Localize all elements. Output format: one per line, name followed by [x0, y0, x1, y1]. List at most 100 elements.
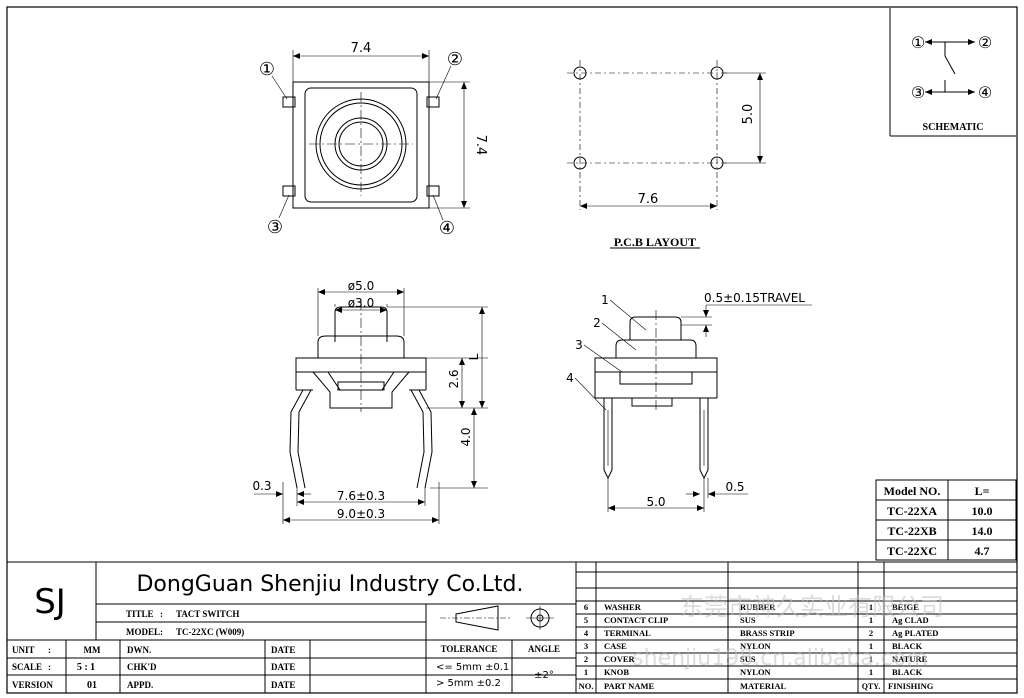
bom-row-5-qty: 1	[869, 615, 873, 625]
title-sep: :	[160, 609, 163, 619]
bom-row-6-part: WASHER	[604, 602, 642, 612]
bom-row-2-qty: 1	[869, 654, 873, 664]
side-pin-width-label: 0.5	[725, 480, 744, 494]
side-view	[574, 299, 812, 512]
bom-header-qty: QTY.	[862, 682, 881, 691]
model-row-c-l: 4.7	[975, 544, 990, 558]
schem-pin-2: ②	[978, 33, 992, 52]
scale-sep: :	[48, 662, 51, 672]
side-label-3: 3	[575, 338, 583, 352]
pin-thickness-label: 0.3	[252, 479, 271, 493]
knob-outer-dia: ø5.0	[348, 279, 374, 293]
bom-row-6-finish: BEIGE	[892, 602, 919, 612]
bom-row-3-no: 3	[584, 641, 588, 651]
side-label-4: 4	[566, 371, 574, 385]
bom-row-3-part: CASE	[604, 641, 627, 651]
pcb-layout	[567, 60, 766, 249]
bom-table: 6 WASHER RUBBER 1 BEIGE 5 CONTACT CLIP S…	[579, 602, 939, 691]
bom-header-no: NO.	[579, 681, 594, 691]
top-view	[271, 50, 470, 221]
bom-row-4-no: 4	[584, 628, 589, 638]
dwn-date-label: DATE	[271, 645, 295, 655]
leg-length-label: 4.0	[459, 427, 473, 446]
title-block-grid	[7, 561, 1017, 693]
model-row-b-name: TC-22XB	[887, 524, 936, 538]
tolerance-line-2: > 5mm ±0.2	[436, 678, 501, 689]
unit-value: MM	[84, 645, 101, 655]
version-label: VERSION	[12, 680, 54, 690]
bom-row-1-no: 1	[584, 667, 588, 677]
model-label: MODEL	[126, 627, 160, 637]
side-label-1: 1	[601, 293, 609, 307]
bom-row-1-qty: 1	[869, 667, 873, 677]
model-row-a-name: TC-22XA	[887, 504, 937, 518]
bom-row-2-part: COVER	[604, 654, 636, 664]
schem-pin-3: ③	[911, 83, 925, 102]
scale-label: SCALE	[12, 662, 42, 672]
pin-4-label: ④	[439, 218, 455, 239]
model-table	[875, 479, 1017, 561]
company-logo: SJ	[34, 582, 66, 622]
appd-date-label: DATE	[271, 680, 295, 690]
bom-header-part: PART NAME	[604, 681, 654, 691]
bom-row-5-no: 5	[584, 615, 588, 625]
top-width-label: 7.4	[351, 41, 372, 56]
pin-pitch-label: 7.6±0.3	[337, 489, 385, 503]
pin-2-label: ②	[447, 49, 463, 70]
tolerance-label: TOLERANCE	[441, 644, 498, 654]
schematic	[889, 8, 1016, 137]
title-label: TITLE	[126, 609, 154, 619]
bom-row-3-material: NYLON	[740, 641, 772, 651]
bom-row-1-part: KNOB	[604, 667, 629, 677]
angle-value: ±2°	[534, 670, 554, 681]
schem-pin-4: ④	[978, 83, 992, 102]
bom-row-6-qty: 1	[869, 602, 873, 612]
model-row-c-name: TC-22XC	[887, 544, 937, 558]
bom-row-6-no: 6	[584, 602, 588, 612]
schem-pin-1: ①	[911, 33, 925, 52]
tolerance-line-1: <= 5mm ±0.1	[436, 662, 509, 673]
bom-row-4-qty: 2	[869, 628, 873, 638]
bom-row-4-material: BRASS STRIP	[740, 628, 795, 638]
bom-row-1-finish: BLACK	[892, 667, 923, 677]
pin-3-label: ③	[267, 217, 283, 238]
company-name: DongGuan Shenjiu Industry Co.Ltd.	[136, 572, 523, 597]
bom-row-3-finish: BLACK	[892, 641, 923, 651]
unit-label: UNIT	[12, 645, 35, 655]
model-table-header-l: L=	[975, 484, 990, 498]
front-view	[254, 288, 488, 524]
schematic-title: SCHEMATIC	[923, 122, 984, 133]
knob-inner-dia: ø3.0	[348, 296, 374, 310]
total-height-label: L	[467, 353, 481, 360]
unit-sep: :	[48, 645, 51, 655]
appd-label: APPD.	[127, 680, 153, 690]
bom-row-2-finish: NATURE	[892, 654, 928, 664]
bom-row-2-material: SUS	[740, 654, 756, 664]
body-height-label: 2.6	[447, 369, 461, 388]
model-value: TC-22XC (W009)	[176, 627, 244, 637]
version-value: 01	[87, 680, 97, 691]
pin-1-label: ①	[259, 59, 275, 80]
pcb-width-label: 7.6	[638, 192, 659, 207]
bom-row-6-material: RUBBER	[740, 602, 776, 612]
watermark-chinese: 东莞市神久实业有限公司	[680, 593, 944, 621]
bom-header-material: MATERIAL	[740, 681, 786, 691]
overall-width-label: 9.0±0.3	[337, 507, 385, 521]
dwn-label: DWN.	[127, 645, 151, 655]
bom-row-5-part: CONTACT CLIP	[604, 615, 668, 625]
travel-label: 0.5±0.15TRAVEL	[704, 291, 805, 305]
model-sep: :	[160, 627, 163, 637]
bom-row-4-part: TERMINAL	[604, 628, 651, 638]
title-value: TACT SWITCH	[176, 609, 239, 619]
chkd-label: CHK'D	[127, 662, 157, 672]
bom-header-finish: FINISHING	[888, 681, 934, 691]
angle-label: ANGLE	[528, 644, 560, 654]
side-label-2: 2	[593, 316, 601, 330]
bom-row-5-finish: Ag CLAD	[892, 615, 929, 625]
chkd-date-label: DATE	[271, 662, 295, 672]
model-row-b-l: 14.0	[972, 524, 993, 538]
model-row-a-l: 10.0	[972, 504, 993, 518]
bom-row-4-finish: Ag PLATED	[892, 628, 938, 638]
side-pitch-label: 5.0	[646, 495, 665, 509]
